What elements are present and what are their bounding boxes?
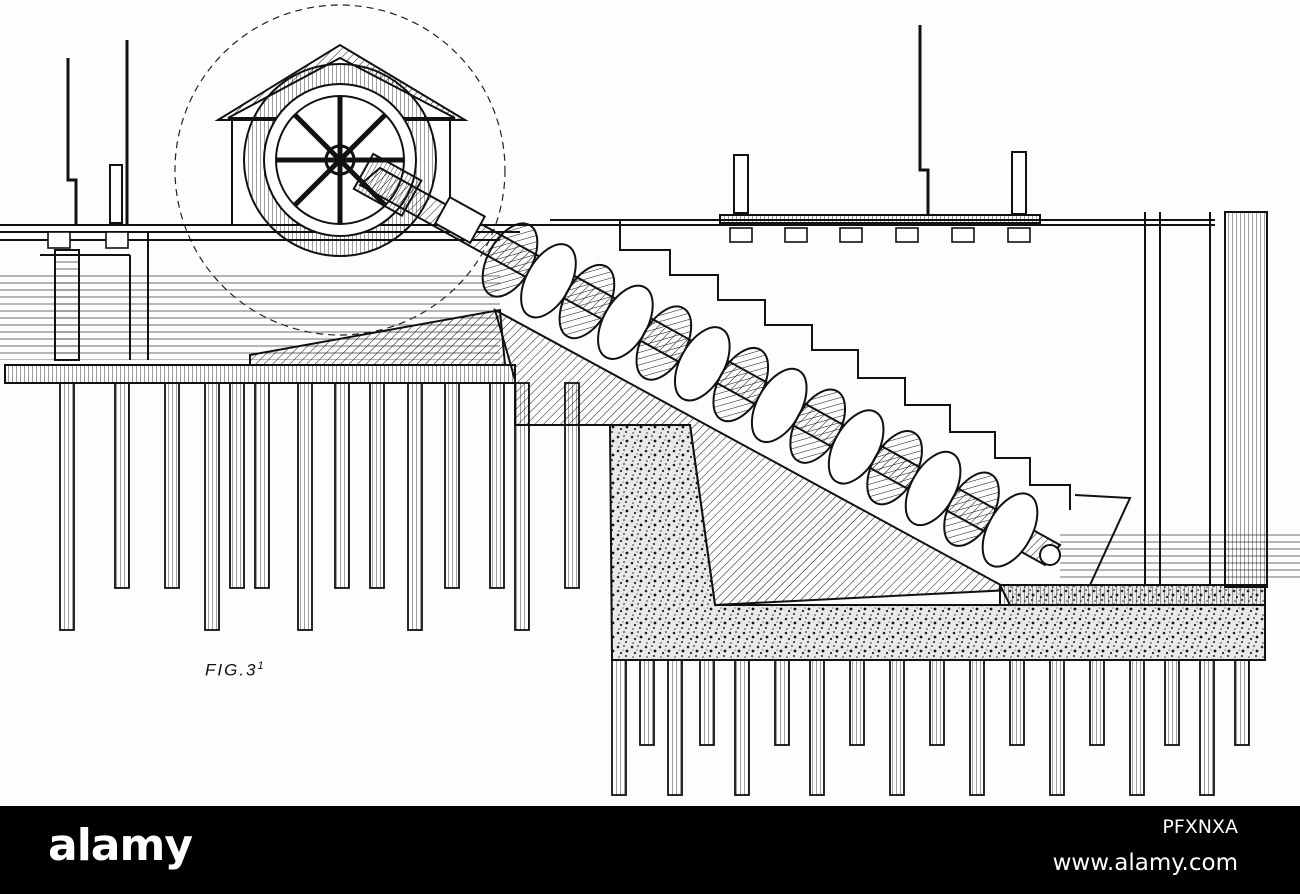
pile [297, 382, 313, 631]
pile [564, 382, 580, 589]
piles-left [59, 382, 580, 631]
pile [639, 659, 655, 746]
gear-wheel [243, 63, 437, 257]
pile [114, 382, 130, 589]
pile [1164, 659, 1180, 746]
pile [334, 382, 350, 589]
right-walls [1144, 211, 1268, 588]
piles-right [611, 659, 1250, 796]
pile [969, 659, 985, 796]
gravel-foundation [608, 424, 1266, 661]
archimedes-screw [481, 222, 1039, 568]
staircase [619, 220, 1071, 510]
pile [369, 382, 385, 589]
pile [164, 382, 180, 589]
pile [514, 382, 530, 631]
gauge-posts [109, 151, 1027, 224]
pile [849, 659, 865, 746]
bottom-bearing [1039, 494, 1132, 586]
figure-label-superscript: 1 [257, 660, 266, 672]
pile [1049, 659, 1065, 796]
uprights [66, 25, 930, 225]
alamy-logo: alamy [48, 820, 193, 871]
pile [444, 382, 460, 589]
wheel-clearance-arc [174, 4, 506, 336]
figure-label-text: FIG.3 [205, 660, 258, 680]
pile [889, 659, 905, 796]
pile [1089, 659, 1105, 746]
pile [667, 659, 683, 796]
pile [734, 659, 750, 796]
pile [1129, 659, 1145, 796]
watermark-footer: alamy PFXNXA www.alamy.com [0, 806, 1300, 894]
intake-chamber [40, 232, 149, 361]
site-url: www.alamy.com [1052, 850, 1238, 876]
pile [1234, 659, 1250, 746]
screw-flight [981, 492, 1039, 568]
pile [204, 382, 220, 631]
image-id: PFXNXA [1162, 816, 1238, 838]
walkway-brackets [47, 227, 1031, 249]
pile [407, 382, 423, 631]
pile [254, 382, 270, 589]
pile [611, 659, 627, 796]
pile [809, 659, 825, 796]
pile [229, 382, 245, 589]
walkway [0, 214, 1215, 241]
pile [1199, 659, 1215, 796]
figure-label: FIG.31 [205, 660, 266, 681]
pile [489, 382, 505, 589]
engraving-drawing [0, 4, 1300, 796]
pile [774, 659, 790, 746]
pile [1009, 659, 1025, 746]
pile [699, 659, 715, 746]
pile [929, 659, 945, 746]
pile [59, 382, 75, 631]
